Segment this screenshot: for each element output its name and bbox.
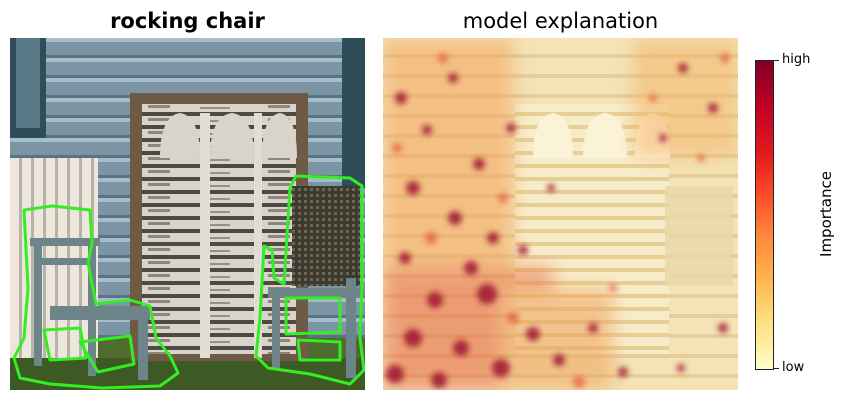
explanation-heatmap — [383, 38, 738, 390]
colorbar-tick-low — [773, 368, 779, 369]
explanation-heatmap-panel — [383, 38, 738, 390]
original-photo-panel — [10, 38, 365, 390]
chair-outline — [12, 174, 365, 390]
importance-colorbar — [755, 60, 774, 370]
original-image-title: rocking chair — [110, 9, 265, 33]
colorbar-axis-label: Importance — [817, 171, 835, 257]
colorbar-low-label: low — [782, 360, 805, 375]
original-photo — [10, 38, 365, 390]
explanation-title: model explanation — [462, 9, 659, 33]
colorbar-high-label: high — [782, 52, 811, 67]
colorbar-tick-high — [773, 60, 779, 61]
